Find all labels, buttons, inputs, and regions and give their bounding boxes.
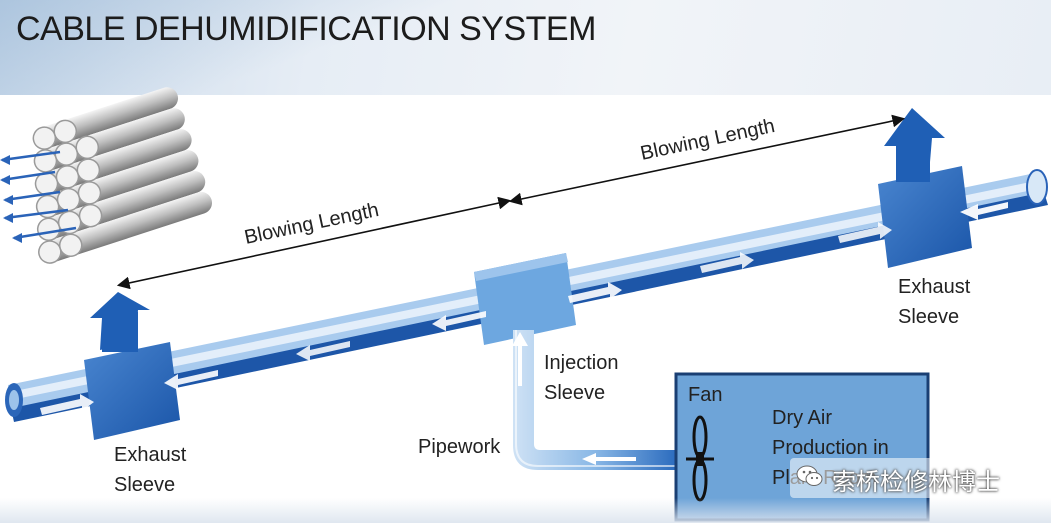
title-band	[0, 0, 1051, 95]
dry-air-label-line2: Production in	[772, 437, 889, 459]
blowing-length-left-label: Blowing Length	[242, 199, 380, 249]
pipework	[512, 330, 675, 470]
left-exhaust-sleeve	[84, 292, 180, 440]
fan-icon	[686, 415, 714, 502]
page-title: CABLE DEHUMIDIFICATION SYSTEM	[16, 10, 596, 48]
watermark-backdrop	[790, 458, 1030, 498]
exhaust-right-label-line2: Sleeve	[898, 306, 959, 328]
watermark-text: 索桥检修林博士	[832, 468, 1000, 496]
exhaust-left-label-line2: Sleeve	[114, 474, 175, 496]
exhaust-left-label-line1: Exhaust	[114, 444, 187, 466]
exhaust-right-label-line1: Exhaust	[898, 276, 971, 298]
wechat-logo-icon	[796, 465, 823, 486]
injection-label-line1: Injection	[544, 352, 619, 374]
dry-air-label-line1: Dry Air	[772, 407, 832, 429]
pipework-label: Pipework	[418, 436, 501, 458]
bottom-strip	[0, 498, 1051, 523]
fan-label: Fan	[688, 384, 722, 406]
cable-strand-bundle	[0, 87, 213, 264]
blowing-length-dimensions	[116, 114, 906, 290]
blowing-length-right-label: Blowing Length	[638, 115, 776, 165]
flow-arrows	[40, 202, 1008, 415]
injection-label-line2: Sleeve	[544, 382, 605, 404]
right-exhaust-sleeve	[878, 108, 972, 268]
